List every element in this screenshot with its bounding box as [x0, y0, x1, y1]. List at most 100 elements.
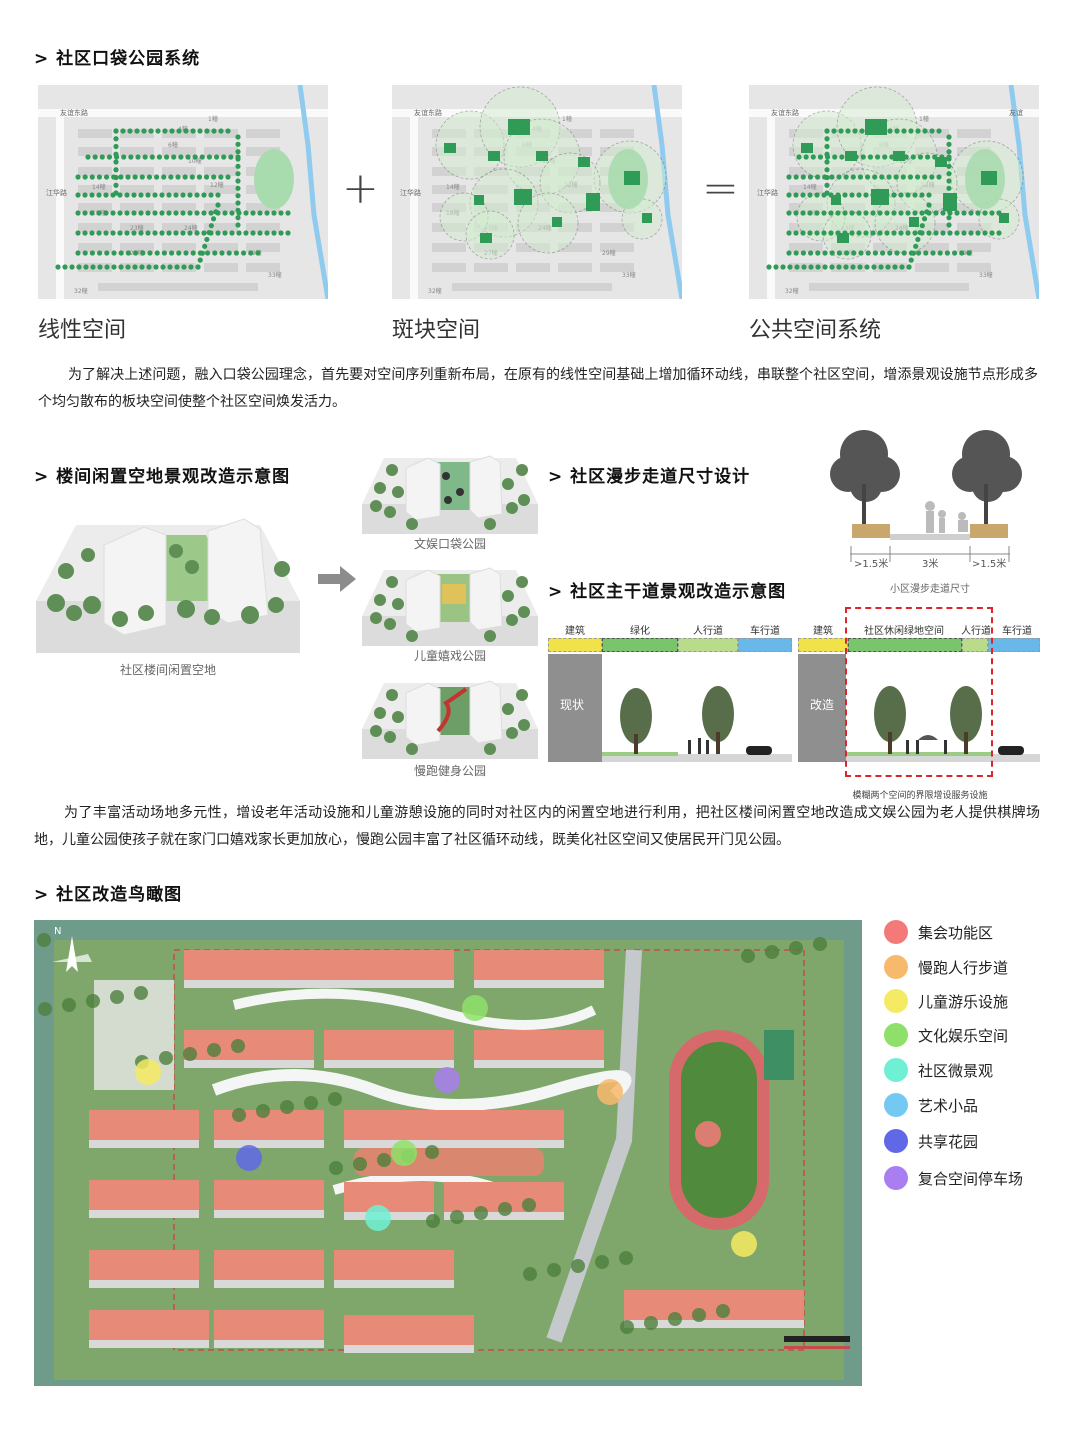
- map-building: [432, 185, 466, 194]
- path-dot: [864, 264, 870, 270]
- path-dot: [885, 264, 891, 270]
- aerial-tree: [207, 1043, 221, 1057]
- building-facade: [444, 1140, 564, 1148]
- map-building: [600, 263, 634, 272]
- path-dot: [910, 250, 917, 256]
- patch-node: [586, 193, 600, 211]
- path-dot: [946, 156, 952, 162]
- path-dot: [138, 210, 144, 216]
- label-patch-space: 斑块空间: [392, 318, 481, 343]
- path-dot: [235, 215, 241, 221]
- path-dot: [891, 192, 897, 198]
- path-dot: [103, 210, 109, 216]
- map-building: [78, 223, 112, 232]
- map-building: [558, 243, 592, 252]
- path-dot: [121, 154, 127, 160]
- path-dot: [803, 154, 809, 160]
- map-building: [162, 223, 196, 232]
- path-dot: [801, 264, 807, 270]
- aerial-tree: [474, 1206, 488, 1220]
- path-dot: [936, 174, 942, 180]
- path-dot: [939, 154, 945, 160]
- path-dot: [946, 141, 952, 147]
- map-building: [246, 203, 280, 212]
- path-dot: [884, 230, 890, 236]
- path-dot: [208, 210, 214, 216]
- path-dot: [110, 230, 116, 236]
- map-building: [957, 243, 991, 252]
- path-dot: [225, 174, 231, 180]
- path-dot: [807, 174, 814, 180]
- building-facade: [89, 1210, 199, 1218]
- path-dot: [870, 210, 876, 216]
- aerial-tree: [110, 990, 124, 1004]
- path-dot: [62, 264, 68, 270]
- path-dot: [113, 182, 119, 188]
- path-dot: [215, 192, 221, 198]
- path-dot: [131, 230, 137, 236]
- option-tree: [502, 590, 514, 602]
- path-dot: [872, 174, 878, 180]
- path-dot: [843, 174, 849, 180]
- aerial-tree: [620, 1320, 634, 1334]
- legend-dot: [884, 1093, 908, 1117]
- path-dot: [842, 230, 848, 236]
- path-dot: [159, 210, 165, 216]
- path-dot: [891, 210, 897, 216]
- path-dot: [850, 174, 856, 180]
- path-dot: [203, 174, 210, 180]
- strip-leisure-r: [848, 638, 962, 652]
- map-building: [78, 167, 112, 176]
- path-dot: [913, 243, 919, 249]
- path-dot: [808, 264, 814, 270]
- road-left: [410, 109, 418, 299]
- path-dot: [110, 210, 116, 216]
- map-building: [558, 129, 592, 138]
- option-tree: [502, 478, 514, 490]
- option-tree: [386, 689, 398, 701]
- map-building: [98, 283, 258, 291]
- building-number: 23幢: [130, 224, 144, 232]
- patch-circle: [517, 192, 579, 254]
- path-dot: [824, 154, 831, 160]
- path-dot: [815, 264, 821, 270]
- path-dot: [235, 222, 241, 228]
- section-note: 模糊两个空间的界限增设服务设施: [852, 791, 988, 801]
- path-dot: [156, 154, 163, 160]
- building-facade: [344, 1140, 444, 1148]
- path-dot: [75, 230, 81, 236]
- map-building: [204, 243, 238, 252]
- residential-building: [214, 1310, 324, 1340]
- path-dot: [936, 128, 942, 134]
- path-dot: [800, 174, 806, 180]
- path-dot: [867, 154, 874, 160]
- building-facade: [214, 1280, 324, 1288]
- path-dot: [836, 264, 842, 270]
- option-tree: [392, 486, 404, 498]
- path-dot: [919, 210, 925, 216]
- path-dot: [113, 128, 119, 134]
- path-dot: [162, 128, 168, 134]
- path-dot: [793, 192, 799, 198]
- path-dot: [127, 128, 133, 134]
- map-building: [474, 263, 508, 272]
- path-dot: [76, 264, 82, 270]
- building-number: 12幢: [210, 181, 224, 189]
- map-building: [162, 147, 196, 156]
- aerial-tree: [134, 986, 148, 1000]
- building-number: 14幢: [446, 183, 460, 191]
- legend-dot: [884, 989, 908, 1013]
- path-dot: [996, 210, 1002, 216]
- building-number: 32幢: [428, 287, 442, 295]
- option-tree: [384, 506, 396, 518]
- legend-label: 艺术小品: [918, 1096, 979, 1115]
- path-dot: [213, 154, 220, 160]
- map-building: [204, 185, 238, 194]
- path-dot: [891, 230, 897, 236]
- path-dot: [153, 174, 160, 180]
- aerial-tree: [231, 1039, 245, 1053]
- path-dot: [206, 154, 213, 160]
- path-dot: [808, 250, 814, 256]
- right-strip-label-sidewalk: 人行道: [961, 626, 991, 637]
- legend-item-culture: 文化娱乐空间: [884, 1023, 1008, 1047]
